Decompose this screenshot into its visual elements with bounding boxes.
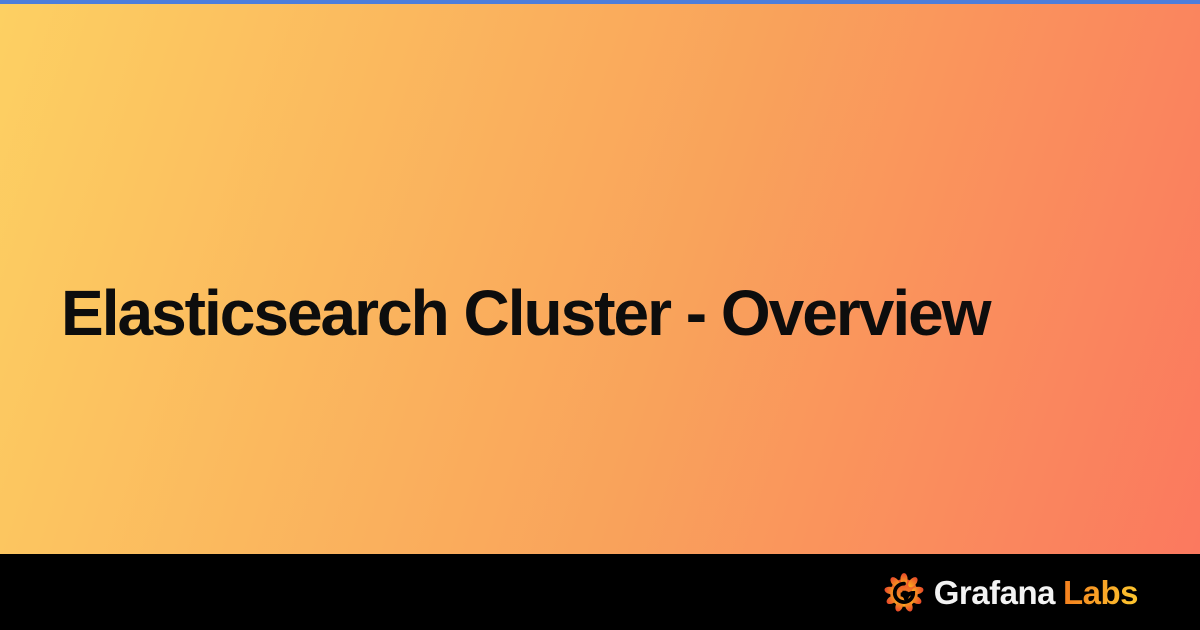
- brand-name-grafana: Grafana: [933, 573, 1056, 611]
- top-accent-bar: [0, 0, 1200, 4]
- page-title: Elasticsearch Cluster - Overview: [61, 277, 991, 349]
- grafana-flame-icon: [884, 573, 924, 612]
- flame-spiral: [892, 581, 915, 604]
- brand-suffix-labs: Labs: [1062, 573, 1139, 611]
